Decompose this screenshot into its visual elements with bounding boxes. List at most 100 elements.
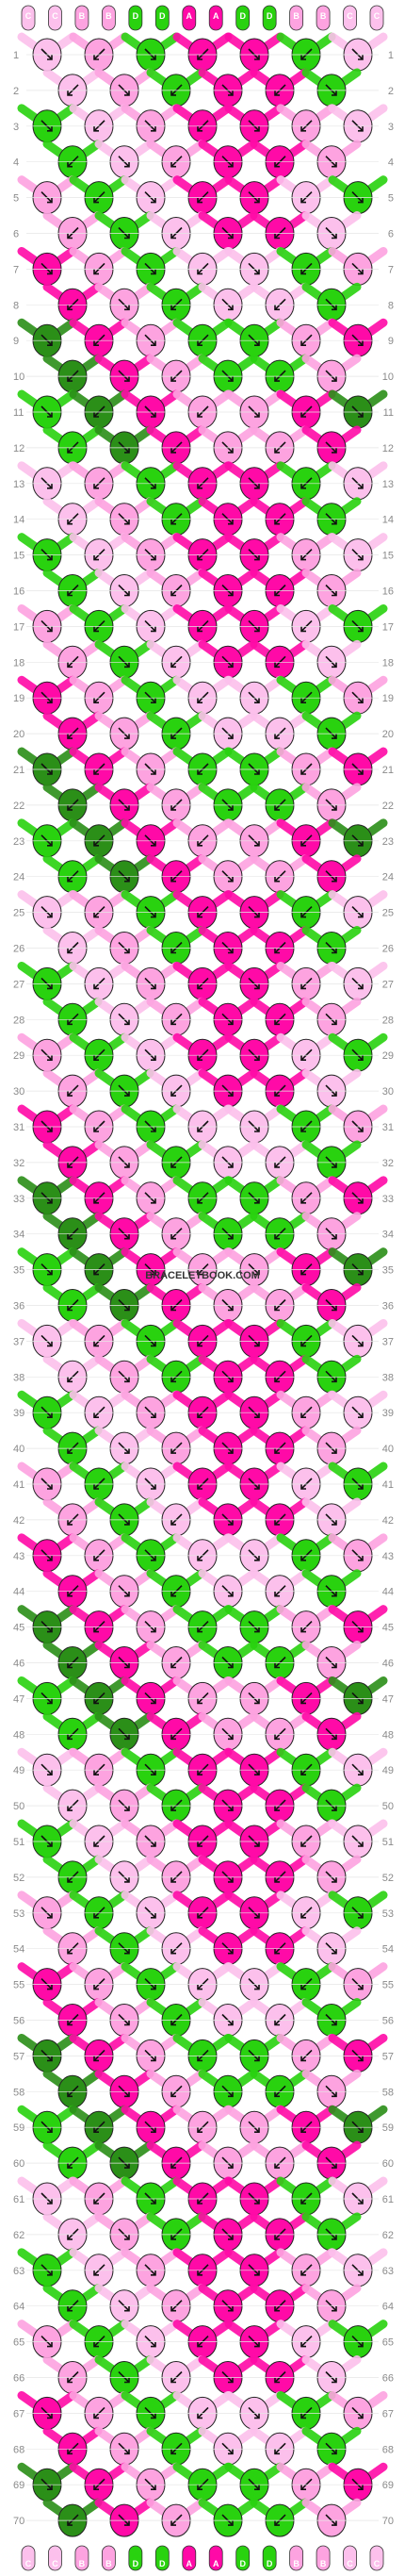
knot-arrow-icon (300, 1049, 313, 1061)
knot-arrowhead-icon (170, 734, 176, 739)
row-number: 43 (382, 1551, 394, 1562)
knot-arrow-icon (170, 1942, 183, 1955)
knot-arrow-icon (221, 799, 234, 811)
knot-arrowhead-icon (151, 1341, 156, 1347)
row-number: 32 (13, 1158, 24, 1169)
knot-arrow-icon (325, 727, 337, 739)
knot-arrowhead-icon (151, 2056, 156, 2062)
knot-arrow-icon (67, 1442, 79, 1454)
strand-label-b (316, 5, 331, 31)
knot-arrowhead-icon (358, 1984, 364, 1990)
knot-arrow-icon (118, 1513, 130, 1526)
knot-arrowhead-icon (151, 412, 156, 418)
knot-arrow-icon (221, 1513, 234, 1526)
knot-arrow-icon (144, 2336, 156, 2348)
knot-arrow-icon (67, 870, 79, 883)
knot-arrowhead-icon (358, 1698, 364, 1705)
knot-arrowhead-icon (124, 1448, 130, 1454)
strand-letter: D (267, 2559, 273, 2568)
knot-arrowhead-icon (67, 2020, 73, 2026)
knot-arrowhead-icon (300, 1698, 306, 1705)
row-number: 36 (382, 1301, 394, 1313)
knot-arrow-icon (118, 584, 130, 597)
knot-arrow-icon (118, 1156, 130, 1168)
knot-arrow-icon (300, 477, 313, 489)
row-number: 18 (382, 657, 394, 669)
strand-label-a (182, 2545, 197, 2571)
knot-arrow-icon (40, 191, 53, 204)
knot-arrowhead-icon (228, 1091, 234, 1097)
knot-arrowhead-icon (47, 1984, 53, 1990)
row-number: 33 (382, 1194, 394, 1205)
row-number: 69 (382, 2480, 394, 2491)
knot-arrowhead-icon (170, 1662, 176, 1669)
row-number: 9 (13, 336, 19, 347)
strand-label-d (262, 5, 277, 31)
knot-arrowhead-icon (124, 1019, 130, 1026)
knot-arrowhead-icon (300, 1412, 306, 1418)
knot-arrowhead-icon (197, 698, 202, 704)
knot-arrow-icon (248, 2406, 260, 2419)
row-number: 5 (388, 193, 394, 205)
knot-arrow-icon (170, 1228, 183, 1240)
knot-arrow-icon (351, 834, 364, 847)
knot-arrowhead-icon (300, 2270, 306, 2276)
knot-arrowhead-icon (93, 412, 99, 418)
knot-arrowhead-icon (93, 197, 99, 204)
knot-arrow-icon (221, 1656, 234, 1669)
knot-arrowhead-icon (254, 912, 260, 918)
knot-arrow-icon (248, 477, 260, 489)
knot-arrow-icon (144, 2406, 156, 2419)
row-number: 36 (13, 1301, 24, 1313)
knot-arrowhead-icon (358, 125, 364, 132)
knot-arrowhead-icon (228, 2449, 234, 2455)
knot-arrow-icon (40, 1978, 53, 1990)
knot-arrowhead-icon (67, 2163, 73, 2169)
knot-arrow-icon (248, 262, 260, 274)
row-number: 39 (382, 1408, 394, 1419)
knot-arrow-icon (93, 2264, 105, 2276)
knot-arrowhead-icon (254, 269, 260, 275)
knot-arrowhead-icon (358, 412, 364, 418)
knot-arrowhead-icon (197, 197, 202, 204)
knot-arrow-icon (93, 906, 105, 918)
row-number: 11 (13, 407, 24, 419)
knot-arrow-icon (93, 977, 105, 989)
knot-arrow-icon (118, 799, 130, 811)
row-number: 10 (382, 372, 394, 383)
strand-label-b (74, 2545, 89, 2571)
knot-arrow-icon (351, 2264, 364, 2276)
knot-arrowhead-icon (300, 1127, 306, 1132)
knot-arrowhead-icon (93, 1197, 99, 1204)
knot-arrowhead-icon (197, 912, 202, 918)
knot-arrow-icon (118, 2013, 130, 2026)
knot-arrowhead-icon (228, 2305, 234, 2312)
strand-label-d (128, 5, 143, 31)
knot-arrowhead-icon (274, 233, 280, 239)
knot-arrowhead-icon (47, 1197, 53, 1204)
knot-arrowhead-icon (228, 662, 234, 669)
knot-arrow-icon (274, 1156, 286, 1168)
knot-arrow-icon (170, 1442, 183, 1454)
knot-arrowhead-icon (228, 2020, 234, 2026)
knot-arrow-icon (93, 834, 105, 847)
knot-arrowhead-icon (197, 1770, 202, 1775)
knot-arrow-icon (300, 1120, 313, 1132)
knot-arrowhead-icon (358, 340, 364, 347)
knot-arrowhead-icon (274, 1019, 280, 1026)
knot-arrow-icon (118, 2156, 130, 2169)
knot-arrow-icon (221, 1084, 234, 1097)
knot-arrowhead-icon (93, 769, 99, 775)
row-number: 67 (13, 2408, 24, 2419)
knot-arrow-icon (221, 2514, 234, 2526)
knot-arrow-icon (40, 2192, 53, 2204)
strand-label-b (289, 2545, 304, 2571)
knot-arrow-icon (93, 1621, 105, 1633)
knot-arrowhead-icon (197, 2413, 202, 2419)
knot-arrow-icon (67, 1228, 79, 1240)
knot-arrowhead-icon (274, 948, 280, 954)
knot-arrow-icon (67, 941, 79, 954)
knot-arrowhead-icon (197, 840, 202, 847)
strand-label-c (48, 5, 62, 31)
knot-arrowhead-icon (197, 1555, 202, 1561)
